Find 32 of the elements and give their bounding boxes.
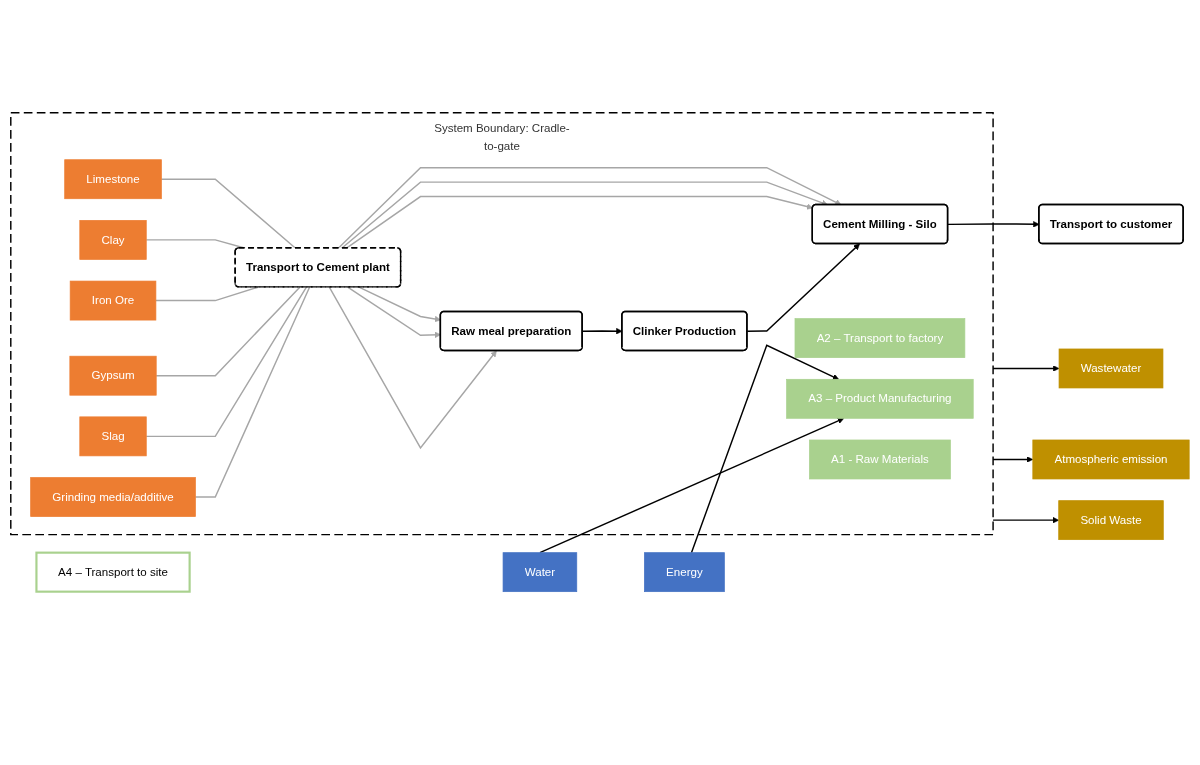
node-box: Solid Waste: [1058, 500, 1164, 540]
node-box: Slag: [79, 416, 147, 457]
arrow: [328, 286, 497, 450]
node-box: Energy: [644, 552, 725, 592]
arrow: [690, 344, 839, 554]
node-box: Gypsum: [69, 355, 157, 396]
node-box: A2 – Transport to factory: [794, 318, 966, 358]
arrow: [992, 516, 1059, 524]
node-box: Limestone: [64, 159, 162, 200]
connector: [145, 286, 308, 438]
node-box: Clay: [79, 220, 147, 260]
node-box: Wastewater: [1058, 348, 1164, 389]
node-box: A1 - Raw Materials: [809, 439, 951, 480]
node-box: A3 – Product Manufacturing: [786, 378, 974, 419]
node-box: Grinding media/additive: [30, 477, 196, 517]
node-box: Iron Ore: [69, 280, 157, 321]
arrow: [358, 286, 441, 323]
arrow: [992, 456, 1034, 463]
connector: [155, 286, 259, 302]
node-box: A4 – Transport to site: [35, 551, 191, 593]
node-box: Atmospheric emission: [1032, 439, 1190, 480]
connector: [160, 178, 297, 249]
node-box: Water: [502, 552, 578, 592]
arrow: [345, 195, 813, 249]
arrow: [746, 243, 860, 332]
arrow: [539, 417, 844, 554]
arrow: [992, 365, 1060, 372]
arrow: [347, 286, 441, 338]
arrow: [337, 166, 842, 249]
arrow: [341, 181, 828, 249]
connector: [194, 286, 311, 498]
connector: [155, 286, 301, 377]
